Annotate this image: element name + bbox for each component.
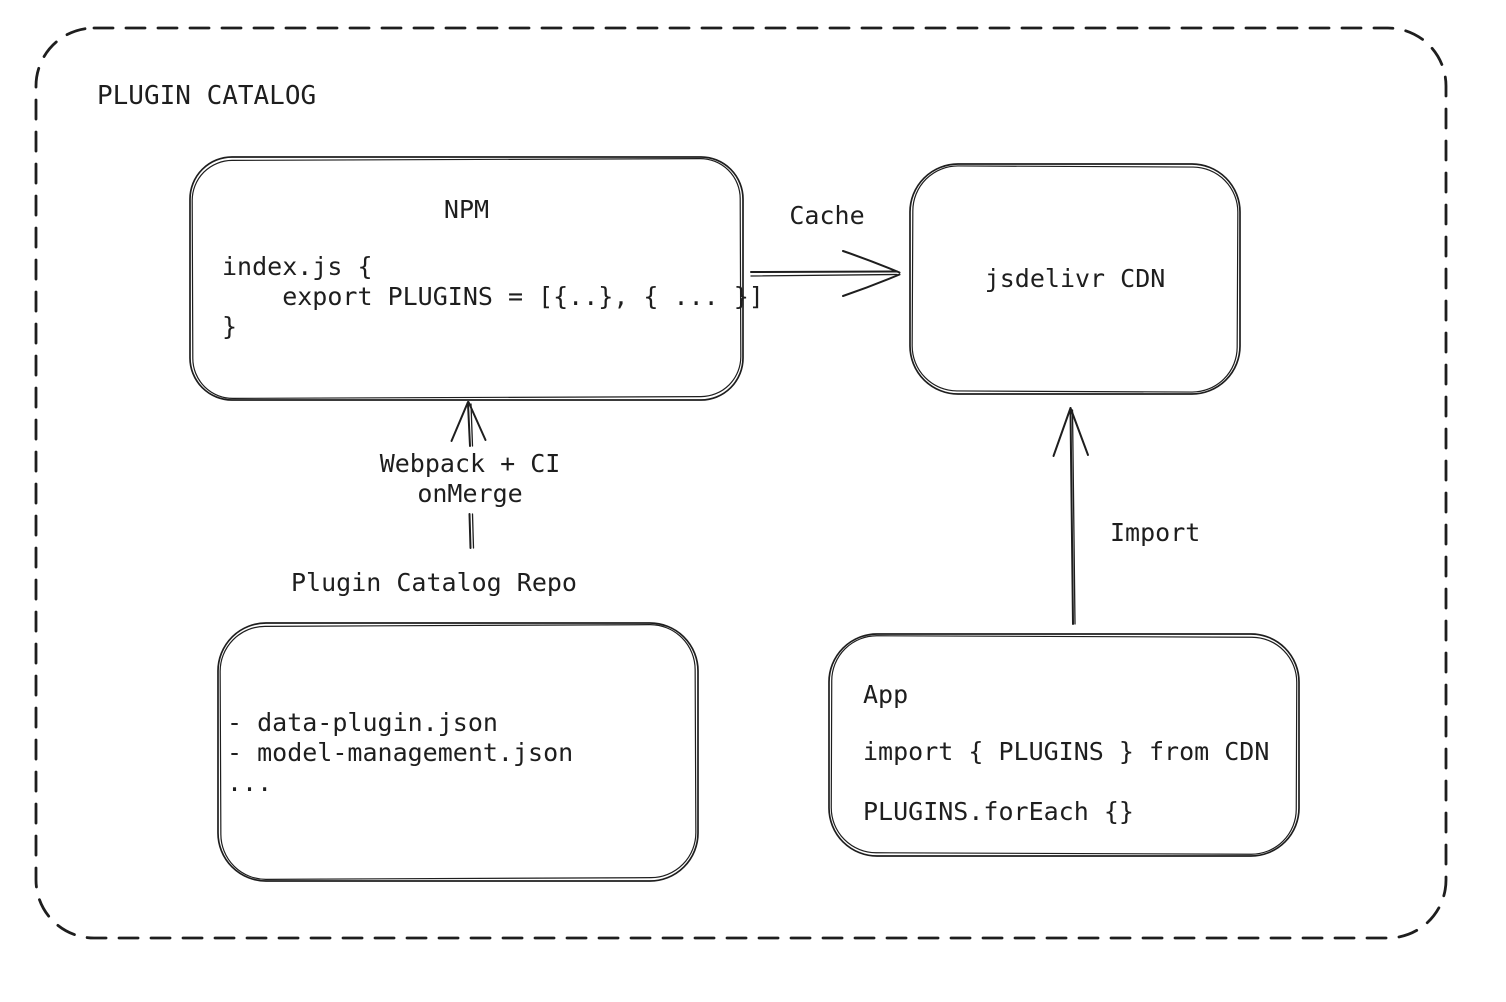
build-arrow-label-line: onMerge xyxy=(417,479,523,508)
app-code-line: import { PLUGINS } from CDN xyxy=(863,737,1270,766)
app-node-title: App xyxy=(863,680,909,709)
build-arrow xyxy=(450,401,487,549)
repo-file-list: - data-plugin.json - model-management.js… xyxy=(227,708,573,798)
cache-arrow-label: Cache xyxy=(789,201,865,230)
app-node-box xyxy=(828,633,1300,857)
cdn-node-box xyxy=(909,163,1241,395)
repo-node-label: Plugin Catalog Repo xyxy=(291,568,577,597)
catalog-boundary xyxy=(34,26,1448,940)
import-arrow-label: Import xyxy=(1110,518,1201,547)
npm-code-line: } xyxy=(222,312,238,341)
cache-arrow xyxy=(750,250,901,297)
repo-node-box xyxy=(217,622,699,882)
npm-node-title: NPM xyxy=(443,195,490,224)
catalog-title: PLUGIN CATALOG xyxy=(97,81,317,111)
build-arrow-label-line: Webpack + CI xyxy=(379,449,561,478)
npm-node-box xyxy=(189,156,744,401)
repo-file-item: - model-management.json xyxy=(227,738,574,767)
repo-file-item: - data-plugin.json xyxy=(227,708,498,737)
npm-code-line: export PLUGINS = [{..}, { ... }] xyxy=(222,282,764,311)
npm-code-block: index.js { export PLUGINS = [{..}, { ...… xyxy=(222,252,764,342)
import-arrow xyxy=(1052,407,1089,625)
npm-code-line: index.js { xyxy=(222,252,373,281)
cdn-node-label: jsdelivr CDN xyxy=(984,264,1166,293)
build-arrow-label: Webpack + CI onMerge xyxy=(320,449,620,509)
repo-file-item: ... xyxy=(227,768,273,797)
app-code-line: PLUGINS.forEach {} xyxy=(863,797,1134,826)
